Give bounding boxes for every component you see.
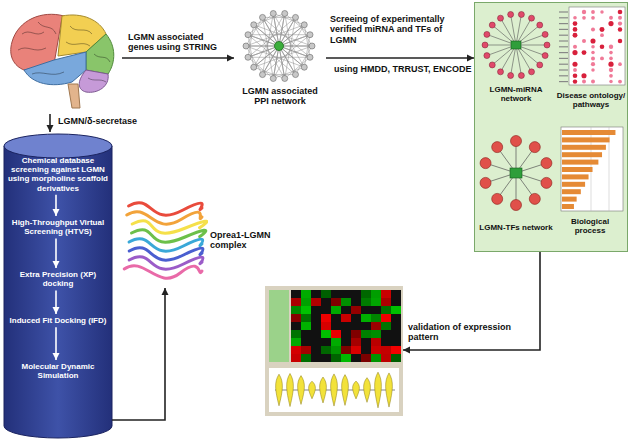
complex-node: Oprea1-LGMN complex	[118, 196, 280, 288]
node-label: Disease ontology/ pathways	[555, 91, 627, 109]
screening-cylinder: Chemical database screening against LGMN…	[2, 132, 114, 440]
edge-label: Screeing of experimentally verified miRN…	[330, 14, 470, 45]
tf-network-node: LGMN-TFs network	[479, 125, 553, 243]
flow-arrow	[326, 55, 474, 62]
step-box: Chemical database screening against LGMN…	[7, 156, 109, 193]
flow-arrow	[112, 288, 169, 420]
step-box: Extra Precision (XP) docking	[7, 270, 109, 288]
edge-label: LGMN/δ-secretase	[58, 116, 168, 126]
tf-network	[479, 125, 553, 221]
step-box: Molecular Dynamic Simulation	[7, 362, 109, 380]
mirna-network-node: LGMN-miRNA network	[479, 5, 553, 107]
annotation-text: using HMDD, TRRUST, ENCODE	[334, 64, 474, 74]
node-label: Oprea1-LGMN complex	[210, 230, 278, 251]
node-label: Molecular Dynamic Simulation	[7, 362, 109, 380]
biological-process-node: Biological process	[555, 125, 625, 239]
protein-structure	[118, 196, 208, 284]
node-label: Chemical database screening against LGMN…	[7, 156, 109, 193]
disease-ontology-node: Disease ontology/ pathways	[555, 5, 627, 117]
node-label: Biological process	[555, 217, 625, 235]
ppi-network	[234, 6, 324, 86]
ppi-network-node: LGMN associated PPI network	[234, 6, 326, 114]
flow-arrow	[47, 114, 54, 132]
brain-node	[2, 4, 122, 114]
flow-arrow	[403, 252, 540, 354]
node-label: Induced Fit Docking (IFD)	[7, 316, 109, 325]
brain-illustration	[2, 4, 122, 114]
node-label: High-Throughput Virtual Screening (HTVS)	[7, 218, 109, 236]
node-label: Extra Precision (XP) docking	[7, 270, 109, 288]
edge-label: validation of expression pattern	[408, 322, 534, 343]
flow-arrow	[122, 55, 234, 62]
step-box: Induced Fit Docking (IFD)	[7, 316, 109, 325]
step-box: High-Throughput Virtual Screening (HTVS)	[7, 218, 109, 236]
result-panel: LGMN-miRNA networkDisease ontology/ path…	[474, 2, 628, 252]
node-label: LGMN-miRNA network	[479, 85, 553, 103]
expression-heatmap-node	[265, 286, 403, 416]
node-label: LGMN-TFs network	[479, 223, 553, 232]
mirna-network	[479, 5, 553, 83]
edge-label: LGMN associated genes using STRING	[128, 32, 232, 53]
dot-plot	[555, 5, 627, 89]
bar-chart	[555, 125, 625, 215]
heatmap-violin	[265, 286, 403, 416]
node-label: LGMN associated PPI network	[234, 86, 326, 107]
